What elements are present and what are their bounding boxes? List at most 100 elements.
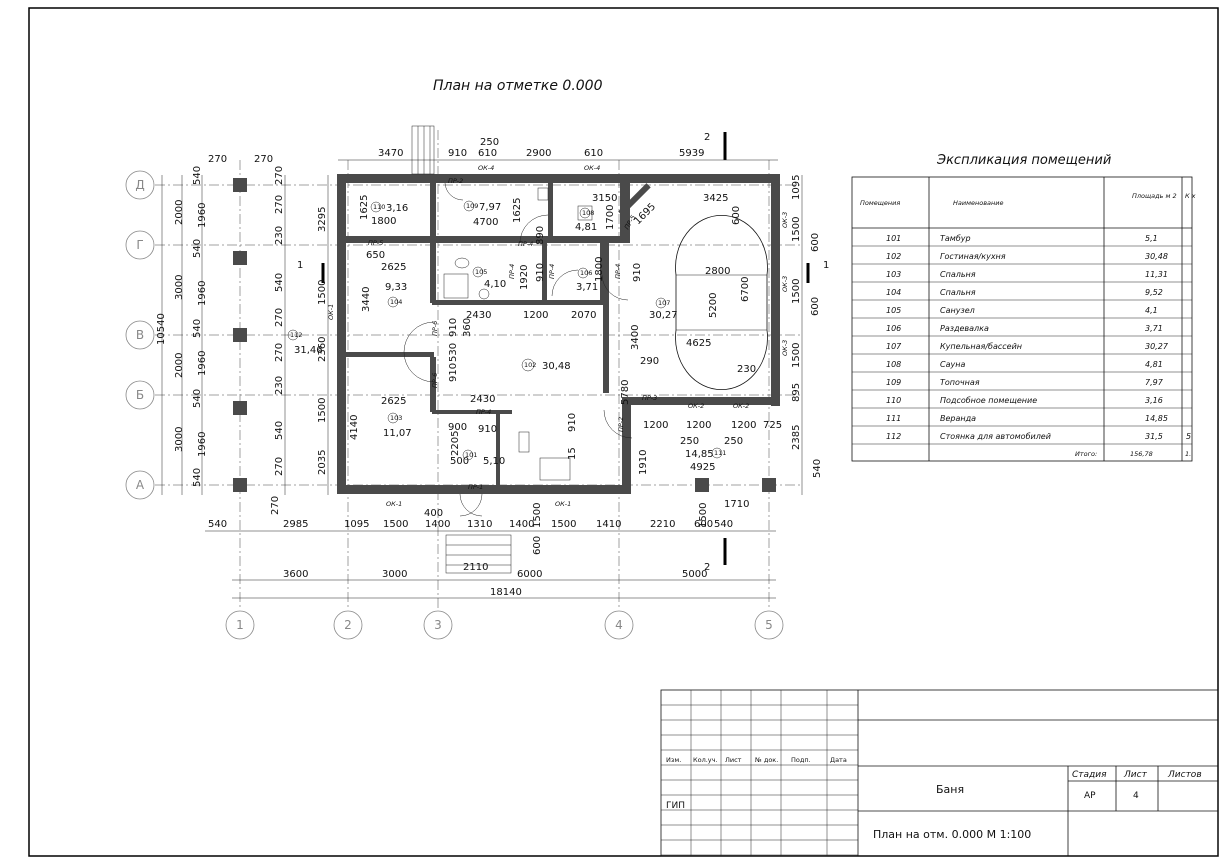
svg-text:112: 112 xyxy=(886,432,901,441)
svg-text:600: 600 xyxy=(694,519,713,530)
svg-text:3000: 3000 xyxy=(174,427,185,452)
svg-text:11,31: 11,31 xyxy=(1145,270,1168,279)
svg-text:1310: 1310 xyxy=(467,519,492,530)
svg-text:1: 1 xyxy=(236,618,244,632)
svg-text:890: 890 xyxy=(535,226,546,245)
svg-text:Санузел: Санузел xyxy=(940,306,975,315)
room-105: 1054,10 xyxy=(472,266,506,290)
svg-text:1095: 1095 xyxy=(344,519,369,530)
svg-text:103: 103 xyxy=(886,270,901,279)
svg-text:Стадия: Стадия xyxy=(1072,770,1107,780)
svg-text:2000: 2000 xyxy=(174,353,185,378)
svg-text:4,81: 4,81 xyxy=(1145,360,1163,369)
svg-text:530: 530 xyxy=(448,343,459,362)
svg-text:1: 1 xyxy=(297,260,303,271)
svg-text:3470: 3470 xyxy=(378,148,403,159)
svg-text:4925: 4925 xyxy=(690,462,715,473)
svg-text:2625: 2625 xyxy=(381,396,406,407)
svg-text:9,33: 9,33 xyxy=(385,282,407,293)
svg-text:2000: 2000 xyxy=(174,200,185,225)
svg-text:ПР-4: ПР-4 xyxy=(614,264,622,279)
svg-text:600: 600 xyxy=(731,206,742,225)
svg-text:1960: 1960 xyxy=(197,351,208,376)
svg-text:101: 101 xyxy=(886,234,901,243)
stairs-entry xyxy=(411,125,512,574)
axis-bubble-1: 1 xyxy=(225,610,255,640)
svg-text:600: 600 xyxy=(810,233,821,252)
pool xyxy=(675,214,768,391)
svg-text:103: 103 xyxy=(390,414,402,422)
svg-text:ОК-1: ОК-1 xyxy=(386,500,402,508)
svg-text:112: 112 xyxy=(290,331,302,339)
svg-text:2800: 2800 xyxy=(705,266,730,277)
svg-text:А: А xyxy=(136,478,145,492)
svg-text:102: 102 xyxy=(886,252,901,261)
svg-text:Спальня: Спальня xyxy=(940,288,976,297)
svg-text:5780: 5780 xyxy=(620,380,631,405)
svg-text:108: 108 xyxy=(886,360,901,369)
svg-text:4,81: 4,81 xyxy=(575,222,597,233)
svg-text:Подсобное помещение: Подсобное помещение xyxy=(940,396,1037,405)
svg-text:ПР-4: ПР-4 xyxy=(548,264,556,279)
axis-bubble-4: 4 xyxy=(604,610,634,640)
opening-tags: ПР-2 ПР-5 ПР-6 ПР-6 ПР-4 ПР-4 ПР-4 ПР-4 … xyxy=(327,164,789,508)
room-101: 101 5,10 xyxy=(462,449,505,467)
svg-text:Сауна: Сауна xyxy=(940,360,965,369)
svg-text:111: 111 xyxy=(714,449,726,457)
svg-text:156,78: 156,78 xyxy=(1130,450,1153,458)
svg-text:3,71: 3,71 xyxy=(1145,324,1163,333)
svg-text:1200: 1200 xyxy=(686,420,711,431)
svg-text:Раздевалка: Раздевалка xyxy=(940,324,989,333)
svg-text:2430: 2430 xyxy=(470,394,495,405)
svg-text:1695: 1695 xyxy=(632,201,658,227)
svg-text:910: 910 xyxy=(478,424,497,435)
svg-text:4700: 4700 xyxy=(473,217,498,228)
svg-text:4: 4 xyxy=(615,618,623,632)
svg-text:105: 105 xyxy=(886,306,901,315)
svg-text:6700: 6700 xyxy=(740,277,751,302)
svg-text:5,1: 5,1 xyxy=(1145,234,1158,243)
svg-text:ПР-4: ПР-4 xyxy=(476,408,491,416)
svg-text:1500: 1500 xyxy=(791,343,802,368)
svg-text:1500: 1500 xyxy=(317,398,328,423)
svg-text:1200: 1200 xyxy=(731,420,756,431)
svg-text:540: 540 xyxy=(714,519,733,530)
svg-text:2430: 2430 xyxy=(466,310,491,321)
svg-text:1500: 1500 xyxy=(317,280,328,305)
svg-text:ОК-1: ОК-1 xyxy=(327,304,335,320)
svg-text:540: 540 xyxy=(192,389,203,408)
stamp-sheet: 4 xyxy=(1133,791,1139,801)
section-markers: 2 2 1 1 xyxy=(297,132,829,573)
explication-header: Помещения Наименование Площадь м 2 К х xyxy=(860,192,1196,207)
svg-text:ПР-1: ПР-1 xyxy=(468,483,483,491)
svg-text:1960: 1960 xyxy=(197,281,208,306)
svg-text:500: 500 xyxy=(450,456,469,467)
svg-text:ПР-2: ПР-2 xyxy=(448,177,463,185)
svg-text:230: 230 xyxy=(274,226,285,245)
svg-text:К х: К х xyxy=(1185,192,1196,200)
svg-text:910: 910 xyxy=(567,413,578,432)
svg-text:1200: 1200 xyxy=(523,310,548,321)
svg-text:3400: 3400 xyxy=(630,325,641,350)
svg-text:ОК-4: ОК-4 xyxy=(584,164,600,172)
svg-text:101: 101 xyxy=(465,451,477,459)
svg-text:5,10: 5,10 xyxy=(483,456,505,467)
svg-text:2385: 2385 xyxy=(791,425,802,450)
svg-text:270: 270 xyxy=(270,496,281,515)
dimension-lines xyxy=(161,159,803,599)
svg-text:270: 270 xyxy=(274,308,285,327)
title-block: Изм. Кол.уч. Лист № док. Подп. Дата ГИП … xyxy=(660,689,1219,857)
axis-bubble-a: А xyxy=(125,470,155,500)
svg-text:14,85: 14,85 xyxy=(685,449,714,460)
svg-text:14,85: 14,85 xyxy=(1145,414,1168,423)
svg-text:108: 108 xyxy=(582,209,594,217)
svg-text:Дата: Дата xyxy=(830,756,847,764)
svg-text:ПР-4: ПР-4 xyxy=(518,240,533,248)
